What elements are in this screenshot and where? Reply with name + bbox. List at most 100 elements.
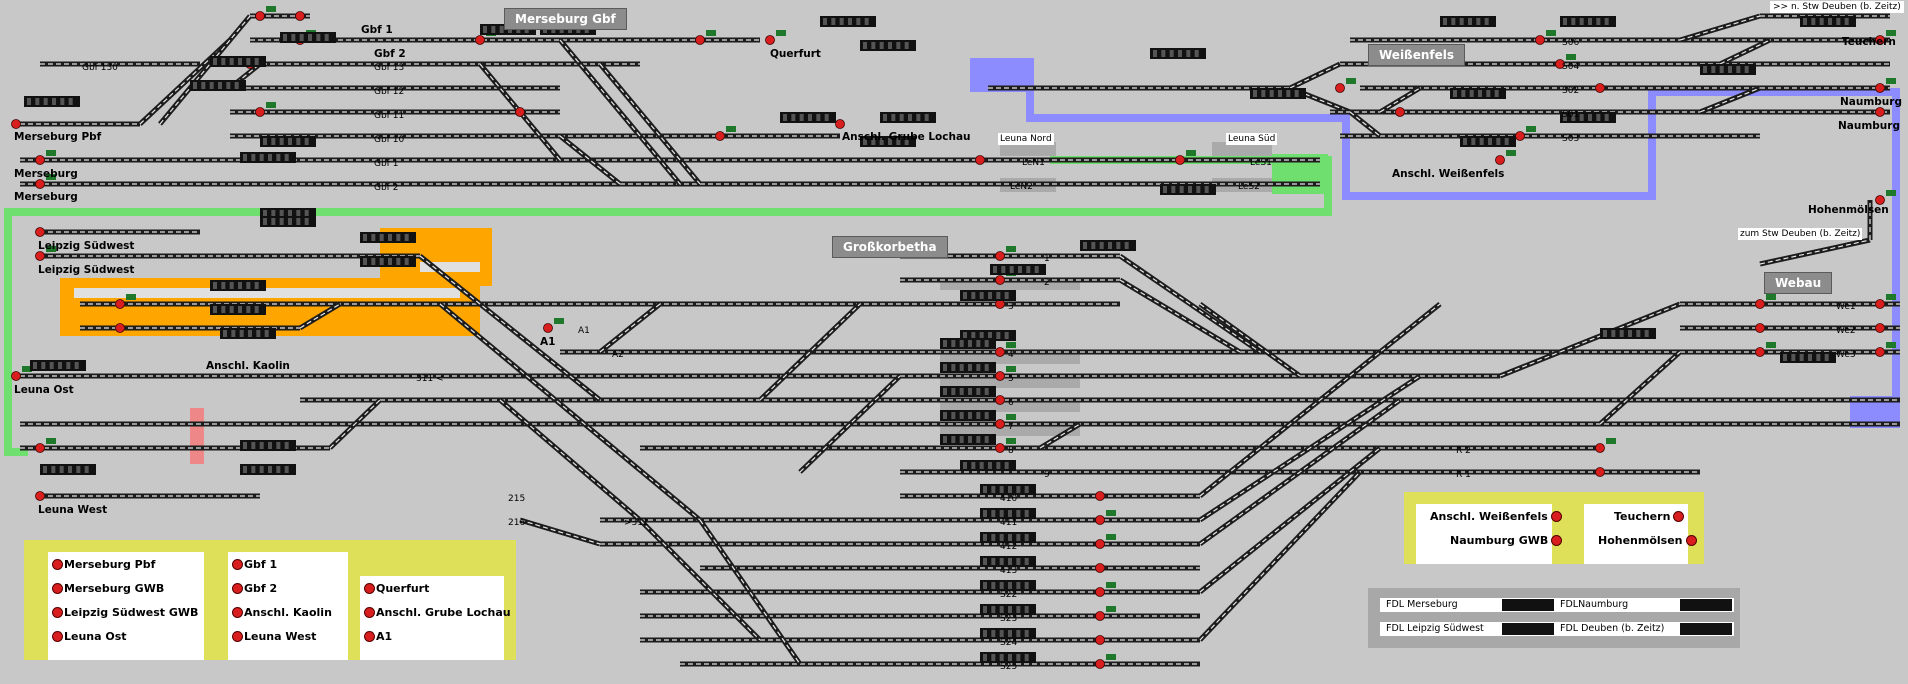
signal-icon[interactable] xyxy=(475,35,485,45)
signal-icon[interactable] xyxy=(1095,515,1105,525)
legend-item[interactable]: Anschl. Grube Lochau xyxy=(364,606,511,619)
signal-icon[interactable] xyxy=(1535,35,1545,45)
signal-icon[interactable] xyxy=(1755,347,1765,357)
top-right-link[interactable]: >> n. Stw Deuben (b. Zeitz) xyxy=(1770,1,1904,13)
legend-item[interactable]: Anschl. Weißenfels xyxy=(1430,510,1562,523)
signal-icon[interactable] xyxy=(255,11,265,21)
signal-icon[interactable] xyxy=(35,179,45,189)
signal-aspect-icon xyxy=(1006,246,1016,252)
fdl-row[interactable]: FDLNaumburg xyxy=(1554,598,1734,612)
signal-icon[interactable] xyxy=(715,131,725,141)
signal-icon[interactable] xyxy=(1875,83,1885,93)
display-digit xyxy=(959,388,964,395)
signal-icon[interactable] xyxy=(1095,635,1105,645)
signal-icon[interactable] xyxy=(35,491,45,501)
fdl-row[interactable]: FDL Merseburg xyxy=(1380,598,1556,612)
track-segment[interactable] xyxy=(298,301,342,331)
track-segment[interactable] xyxy=(158,14,252,126)
legend-item[interactable]: Naumburg GWB xyxy=(1450,534,1563,547)
display-digit xyxy=(1083,242,1087,249)
signal-icon[interactable] xyxy=(765,35,775,45)
display-digit xyxy=(59,466,64,473)
display-digit xyxy=(218,82,222,89)
signal-icon[interactable] xyxy=(1875,195,1885,205)
signal-icon[interactable] xyxy=(543,323,553,333)
display-digit xyxy=(979,332,984,339)
signal-aspect-icon xyxy=(46,438,56,444)
signal-icon[interactable] xyxy=(1095,659,1105,669)
track-segment-inner xyxy=(559,135,621,185)
signal-icon[interactable] xyxy=(1755,299,1765,309)
signal-icon[interactable] xyxy=(975,155,985,165)
signal-icon[interactable] xyxy=(35,443,45,453)
signal-icon[interactable] xyxy=(1875,299,1885,309)
legend-item[interactable]: Leuna West xyxy=(232,630,316,643)
signal-icon[interactable] xyxy=(995,251,1005,261)
display-digit xyxy=(263,138,267,145)
signal-icon[interactable] xyxy=(115,323,125,333)
label-anschl-grube: Anschl. Grube Lochau xyxy=(842,131,971,143)
signal-icon[interactable] xyxy=(995,347,1005,357)
signal-icon[interactable] xyxy=(35,155,45,165)
signal-icon[interactable] xyxy=(995,371,1005,381)
display-digit xyxy=(1799,354,1804,361)
signal-icon[interactable] xyxy=(995,443,1005,453)
legend-item[interactable]: Leipzig Südwest GWB xyxy=(52,606,198,619)
signal-icon[interactable] xyxy=(1875,323,1885,333)
legend-item[interactable]: Gbf 1 xyxy=(232,558,277,571)
signal-aspect-icon xyxy=(1546,30,1556,36)
display-digit xyxy=(284,442,289,449)
signal-icon[interactable] xyxy=(1555,59,1565,69)
signal-icon[interactable] xyxy=(1095,587,1105,597)
signal-icon[interactable] xyxy=(11,371,21,381)
legend-item[interactable]: Merseburg Pbf xyxy=(52,558,155,571)
signal-icon[interactable] xyxy=(1335,83,1345,93)
signal-icon[interactable] xyxy=(995,395,1005,405)
signal-icon[interactable] xyxy=(1515,131,1525,141)
signal-icon[interactable] xyxy=(1495,155,1505,165)
signal-icon[interactable] xyxy=(995,419,1005,429)
legend-item[interactable]: Gbf 2 xyxy=(232,582,277,595)
signal-icon[interactable] xyxy=(1875,347,1885,357)
signal-icon[interactable] xyxy=(1875,35,1885,45)
signal-icon[interactable] xyxy=(835,119,845,129)
display-digit xyxy=(799,114,804,121)
signal-icon[interactable] xyxy=(1095,563,1105,573)
signal-icon[interactable] xyxy=(1595,443,1605,453)
signal-icon[interactable] xyxy=(1095,491,1105,501)
display-digit xyxy=(304,138,309,145)
signal-icon[interactable] xyxy=(515,107,525,117)
legend-item[interactable]: Teuchern xyxy=(1614,510,1685,523)
display-digit xyxy=(1253,90,1257,97)
signal-icon[interactable] xyxy=(695,35,705,45)
signal-icon[interactable] xyxy=(35,227,45,237)
legend-item[interactable]: A1 xyxy=(364,630,392,643)
fdl-row[interactable]: FDL Leipzig Südwest xyxy=(1380,622,1556,636)
display-digit xyxy=(243,466,247,473)
fdl-row[interactable]: FDL Deuben (b. Zeitz) xyxy=(1554,622,1734,636)
display-digit xyxy=(388,258,392,265)
signal-aspect-icon xyxy=(1566,54,1576,60)
signal-icon[interactable] xyxy=(35,251,45,261)
legend-item[interactable]: Hohenmölsen xyxy=(1598,534,1697,547)
signal-icon[interactable] xyxy=(1875,107,1885,117)
track-segment[interactable] xyxy=(1038,421,1082,451)
signal-icon[interactable] xyxy=(1175,155,1185,165)
signal-icon[interactable] xyxy=(115,299,125,309)
signal-icon[interactable] xyxy=(1095,611,1105,621)
signal-icon[interactable] xyxy=(1095,539,1105,549)
legend-item[interactable]: Merseburg GWB xyxy=(52,582,164,595)
legend-item[interactable]: Querfurt xyxy=(364,582,429,595)
signal-icon[interactable] xyxy=(1595,83,1605,93)
signal-icon[interactable] xyxy=(995,275,1005,285)
legend-item[interactable]: Leuna Ost xyxy=(52,630,127,643)
legend-item[interactable]: Anschl. Kaolin xyxy=(232,606,332,619)
signal-icon[interactable] xyxy=(11,119,21,129)
signal-icon[interactable] xyxy=(1595,467,1605,477)
signal-icon[interactable] xyxy=(255,107,265,117)
signal-icon[interactable] xyxy=(1755,323,1765,333)
signal-icon[interactable] xyxy=(295,11,305,21)
signal-icon[interactable] xyxy=(1395,107,1405,117)
track-segment[interactable] xyxy=(1378,85,1422,115)
